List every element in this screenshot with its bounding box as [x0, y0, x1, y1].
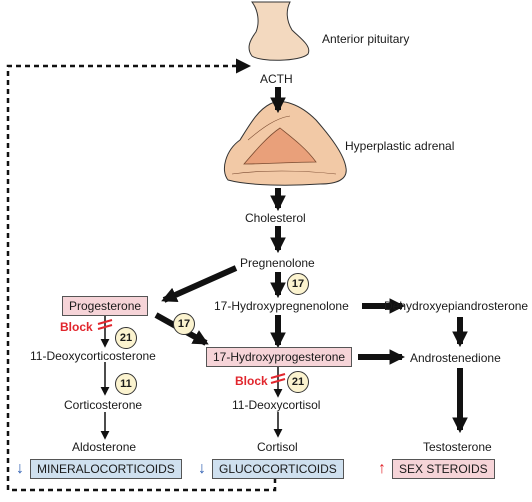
- sex-steroids-group: ↑ SEX STEROIDS: [378, 459, 495, 479]
- adrenal-medulla-shape: [243, 127, 317, 165]
- enzyme-21-circle: 21: [287, 371, 309, 393]
- feedback-dashed-line: [6, 58, 277, 492]
- hyperplastic-adrenal-label: Hyperplastic adrenal: [345, 139, 455, 153]
- adrenal-texture-line: [231, 170, 337, 175]
- aldosterone-label: Aldosterone: [72, 440, 137, 454]
- glucocorticoids-box: GLUCOCORTICOIDS: [212, 459, 344, 479]
- block-label: Block: [235, 374, 268, 388]
- acth-label: ACTH: [260, 72, 293, 86]
- androstenedione-label: Androstenedione: [410, 351, 501, 365]
- pituitary-gland-shape: [248, 1, 310, 61]
- enzyme-17-circle: 17: [287, 273, 309, 295]
- cortisol-label: Cortisol: [257, 440, 298, 454]
- adrenal-texture-line: [247, 115, 291, 141]
- enzyme-21-circle: 21: [115, 327, 137, 349]
- block-marks: [97, 319, 286, 384]
- testosterone-label: Testosterone: [423, 440, 492, 454]
- enzyme-17-circle: 17: [173, 313, 195, 335]
- block-label: Block: [60, 320, 93, 334]
- decrease-arrow-icon: ↓: [198, 460, 206, 477]
- pregnenolone-label: Pregnenolone: [240, 256, 315, 270]
- decrease-arrow-icon: ↓: [16, 460, 24, 477]
- 11-deoxycortisol-label: 11-Deoxycortisol: [232, 398, 321, 412]
- sex-steroids-box: SEX STEROIDS: [392, 459, 495, 479]
- anterior-pituitary-label: Anterior pituitary: [322, 32, 410, 46]
- enzyme-11-circle: 11: [115, 373, 137, 395]
- progesterone-box: Progesterone: [62, 296, 149, 316]
- increase-arrow-icon: ↑: [378, 460, 386, 477]
- arrow-pregnenolone-progesterone: [161, 265, 238, 303]
- cholesterol-label: Cholesterol: [245, 211, 306, 225]
- dhea-label: Dehydroxyepiandrosterone: [384, 299, 529, 313]
- mineralocorticoids-group: ↓ MINERALOCORTICOIDS: [16, 459, 182, 479]
- block-mark-right-2: [270, 378, 286, 384]
- corticosterone-label: Corticosterone: [64, 398, 143, 412]
- glucocorticoids-group: ↓ GLUCOCORTICOIDS: [198, 459, 344, 479]
- 17-hydroxyprogesterone-box: 17-Hydroxyprogesterone: [206, 347, 353, 367]
- 17-hydroxypregnenolone-label: 17-Hydroxypregnenolone: [214, 299, 349, 313]
- block-mark-left-2: [97, 324, 113, 330]
- block-mark-right-1: [270, 373, 286, 379]
- 11-deoxycorticosterone-label: 11-Deoxycorticosterone: [30, 349, 156, 363]
- block-mark-left-1: [97, 319, 113, 325]
- mineralocorticoids-box: MINERALOCORTICOIDS: [30, 459, 182, 479]
